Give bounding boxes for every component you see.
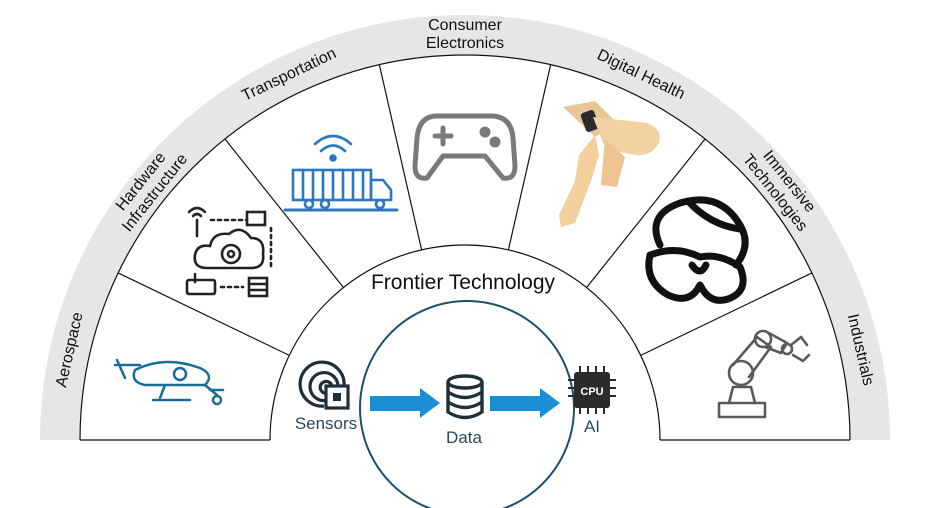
cpu-chip-icon: CPU — [568, 366, 616, 414]
data-label: Data — [446, 428, 482, 447]
evtol-aircraft-icon — [113, 358, 225, 406]
smartwatch-hand-icon — [559, 101, 660, 227]
database-icon — [446, 374, 484, 420]
sector-divider — [507, 64, 552, 251]
game-controller-icon — [412, 113, 518, 181]
center-circle — [359, 300, 575, 508]
sector-divider — [117, 272, 290, 356]
sector-divider — [586, 138, 706, 288]
connected-truck-icon — [283, 134, 399, 212]
sector-outer-edge — [79, 54, 851, 441]
sector-divider — [224, 138, 344, 288]
sector-label-consumer-electronics: Consumer — [428, 17, 502, 34]
sensor-icon — [298, 360, 350, 410]
sector-divider — [378, 64, 423, 251]
robotic-arm-icon — [717, 329, 811, 419]
flow-arrow-sensors-to-data — [370, 388, 440, 418]
ai-label: AI — [584, 417, 600, 436]
center-title: Frontier Technology — [371, 271, 556, 294]
sector-dividers — [117, 64, 813, 356]
cloud-infrastructure-icon — [185, 206, 273, 298]
sector-label-consumer-electronics: Electronics — [426, 35, 504, 52]
vr-headset-icon — [645, 196, 749, 304]
sensors-label: Sensors — [295, 414, 357, 433]
cpu-chip-label: CPU — [580, 386, 603, 398]
sector-divider — [640, 272, 813, 356]
flow-arrow-data-to-ai — [490, 388, 560, 418]
